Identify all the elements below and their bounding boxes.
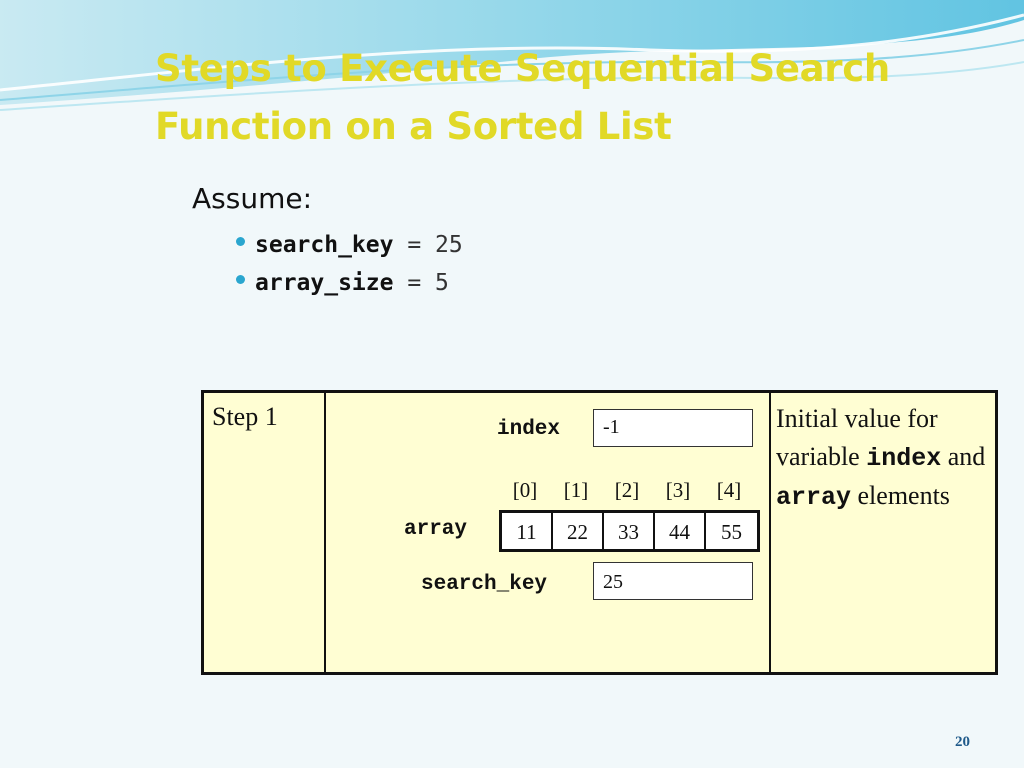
- description-text: and: [947, 441, 986, 471]
- assumption-value: = 5: [407, 270, 449, 296]
- array-cell: 55: [721, 520, 742, 544]
- step-description-cell: [769, 390, 998, 675]
- assumption-item: search_key = 25: [236, 226, 463, 264]
- page-number: 20: [955, 734, 970, 750]
- assumption-name: search_key: [255, 232, 394, 258]
- array-variable-label: array: [404, 518, 468, 541]
- search-key-variable-label: search_key: [421, 573, 548, 596]
- bullet-icon: [236, 237, 245, 246]
- page-title: Steps to Execute Sequential Search Funct…: [155, 40, 975, 156]
- array-index-label: [3]: [665, 478, 691, 502]
- array-index-label: [1]: [563, 478, 589, 502]
- description-code: array: [776, 483, 852, 512]
- title-line-2: Function on a Sorted List: [155, 105, 672, 148]
- array-cell: 22: [553, 513, 604, 549]
- description-text: elements: [857, 481, 950, 510]
- array-cell: 33: [604, 513, 655, 549]
- description-text: Initial value for variable: [776, 404, 938, 471]
- array-index-label: [4]: [716, 478, 742, 502]
- assumption-value: = 25: [407, 232, 463, 258]
- array-index-label: [0]: [512, 478, 538, 502]
- title-line-1: Steps to Execute Sequential Search: [155, 47, 890, 90]
- bullet-icon: [236, 275, 245, 284]
- index-value-box: -1: [593, 409, 753, 447]
- step-label-cell: [201, 390, 326, 675]
- assumption-item: array_size = 5: [236, 264, 463, 302]
- description-code: index: [866, 443, 942, 473]
- array-cell: 44: [655, 513, 706, 549]
- search-key-value-box: 25: [593, 562, 753, 600]
- assumption-list: search_key = 25 array_size = 5: [236, 226, 463, 302]
- assume-label: Assume:: [192, 182, 313, 215]
- assumption-name: array_size: [255, 270, 394, 296]
- array-cells: 11 22 33 44 55: [499, 510, 760, 552]
- step-description: Initial value for variable index and arr…: [776, 400, 991, 517]
- index-variable-label: index: [497, 418, 561, 441]
- array-index-label: [2]: [614, 478, 640, 502]
- step-label: Step 1: [212, 402, 278, 431]
- array-cell: 11: [502, 513, 553, 549]
- header-wave-decoration: [0, 0, 1024, 111]
